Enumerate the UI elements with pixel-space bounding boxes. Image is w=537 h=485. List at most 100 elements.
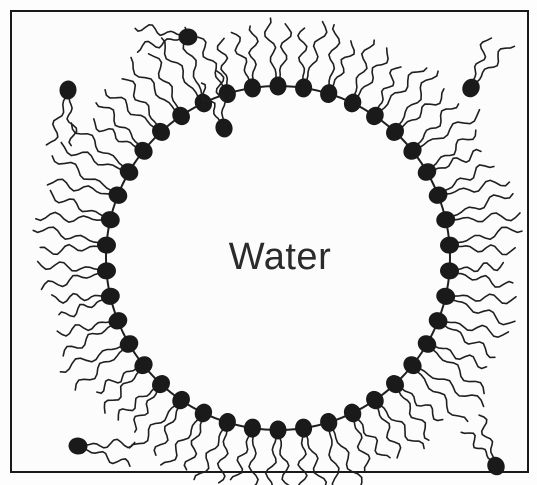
polar-head [179,29,198,46]
hydrocarbon-tail [280,24,292,78]
polar-head [439,262,459,280]
polar-head [106,309,130,332]
hydrocarbon-tail [298,436,307,485]
polar-head [213,116,235,139]
hydrocarbon-tail [60,346,121,372]
polar-head [318,411,340,434]
surfactant-molecule [57,309,130,355]
hydrocarbon-tail [435,346,487,368]
hydrocarbon-tail [154,408,178,455]
hydrocarbon-tail [298,28,307,80]
hydrocarbon-tail [231,33,249,81]
hydrocarbon-tail [131,58,175,111]
polar-head [270,421,287,440]
hydrocarbon-tail [36,212,102,222]
surfactant-molecule [33,227,116,254]
hydrocarbon-tail [52,294,102,304]
polar-head [400,353,425,378]
free-surfactant-molecule [46,80,77,146]
polar-head [435,286,457,307]
free-surfactant-molecule [135,25,197,52]
hydrocarbon-tail [280,438,293,485]
polar-head [426,184,450,207]
polar-head [169,387,194,412]
surfactant-molecule [415,332,487,394]
hydrocarbon-tail [420,369,484,407]
surfactant-molecule [265,18,292,95]
polar-head [363,387,388,412]
polar-head [67,436,88,456]
hydrocarbon-tail [162,38,199,97]
surfactant-molecule [231,26,262,98]
polar-head [99,286,121,307]
hydrocarbon-tail [458,263,504,272]
hydrocarbon-tail [249,436,258,485]
polar-head [243,417,263,438]
hydrocarbon-tail [307,436,327,485]
surfactant-molecule [415,130,481,184]
free-surfactant-molecule [461,415,508,478]
hydrocarbon-tail [86,449,130,466]
polar-head [426,309,450,332]
surfactant-molecule [48,156,130,207]
surfactant-molecule [294,22,327,99]
surfactant-molecule [38,262,117,290]
polar-head [318,82,340,105]
polar-head [270,77,287,96]
surfactant-molecule [426,165,509,207]
surfactant-molecule [131,54,193,129]
hydrocarbon-tail [42,273,99,289]
hydrocarbon-tail [435,150,481,170]
hydrocarbon-tail [86,439,135,448]
hydrocarbon-tail [333,429,362,485]
hydrocarbon-tail [457,273,513,287]
hydrocarbon-tail [218,38,228,85]
hydrocarbon-tail [138,39,180,52]
hydrocarbon-tail [265,438,276,485]
hydrocarbon-tail [67,98,77,145]
surfactant-molecule [439,227,522,254]
hydrocarbon-tail [184,421,201,470]
surfactant-molecule [231,417,263,485]
surfactant-molecule [118,371,173,432]
hydrocarbon-tail [96,103,138,144]
hydrocarbon-tail [381,406,424,449]
polar-head [363,103,388,128]
hydrocarbon-tail [265,18,276,78]
hydrocarbon-tail [445,165,494,190]
surfactant-molecule [439,262,512,287]
hydrocarbon-tail [52,156,111,191]
hydrocarbon-tail [458,245,516,255]
polar-head [96,236,116,254]
surfactant-molecule [94,103,156,163]
surfactant-molecule [52,286,122,317]
polar-head [99,209,121,230]
polar-head [106,184,130,207]
water-core-label: Water [200,236,360,279]
hydrocarbon-tail [453,194,513,216]
hydrocarbon-tail [249,26,258,80]
hydrocarbon-tail [46,98,65,145]
surfactant-molecule [36,191,122,231]
hydrocarbon-tail [378,408,401,458]
polar-head [435,209,457,230]
hydrocarbon-tail [33,227,99,242]
hydrocarbon-tail [38,262,99,271]
surfactant-molecule [400,104,480,163]
hydrocarbon-tail [402,89,444,128]
surfactant-molecule [435,194,520,230]
hydrocarbon-tail [194,429,223,479]
polar-head [294,417,314,438]
polar-head [243,77,263,98]
polar-head [216,411,238,434]
hydrocarbon-tail [402,389,443,421]
surfactant-molecule [130,387,194,455]
hydrocarbon-tail [118,389,154,420]
surfactant-molecule [61,123,141,184]
polar-head [59,80,78,101]
hydrocarbon-tail [61,143,121,170]
surfactant-molecule [294,417,327,485]
hydrocarbon-tail [307,22,327,81]
hydrocarbon-tail [122,79,157,125]
